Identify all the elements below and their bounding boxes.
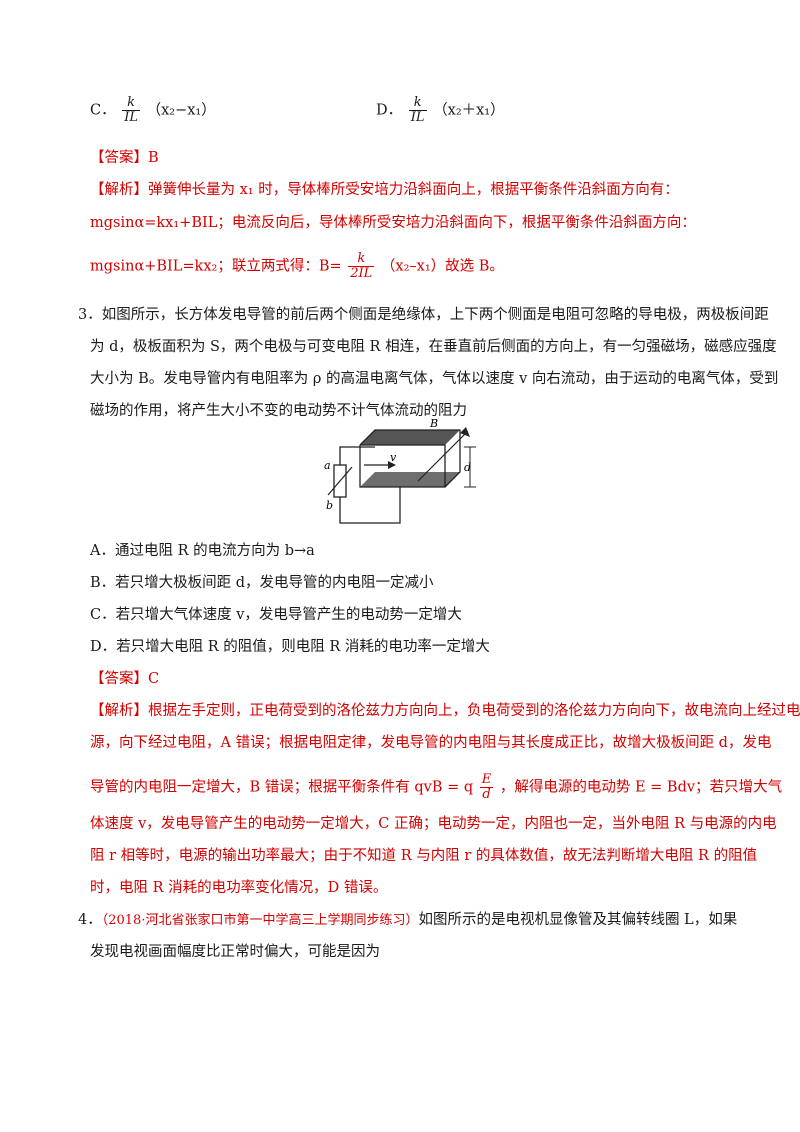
q2-explanation-fraction: k 2IL	[348, 251, 375, 281]
q3-option-d: D．若只增大电阻 R 的阻值，则电阻 R 消耗的电功率一定增大	[90, 639, 490, 655]
label-d: d	[464, 461, 471, 474]
q3-explanation-line6: 时，电阻 R 消耗的电功率变化情况，D 错误。	[90, 880, 388, 896]
label-a: a	[324, 459, 331, 472]
duct-outline	[359, 429, 461, 488]
q4-source: （2018·河北省张家口市第一中学高三上学期同步练习）	[101, 913, 419, 928]
label-v: v	[390, 451, 397, 464]
label-b: b	[326, 499, 333, 512]
q3-stem-line4: 磁场的作用，将产生大小不变的电动势不计气体流动的阻力	[90, 403, 467, 419]
velocity-arrowhead	[388, 461, 396, 469]
q2-option-d-fraction: k IL	[408, 95, 427, 125]
q2-explanation-line2: mgsinα=kx₁+BIL；电流反向后，导体棒所受安培力沿斜面向下，根据平衡条…	[90, 215, 696, 231]
q3-stem-line1: 3．如图所示，长方体发电导管的前后两个侧面是绝缘体，上下两个侧面是电阻可忽略的导…	[78, 307, 769, 323]
top-electrode	[360, 430, 460, 445]
q3-stem-line2: 为 d，极板面积为 S，两个电极与可变电阻 R 相连，在垂直前后侧面的方向上，有…	[90, 339, 777, 355]
q3-answer: 【答案】C	[90, 671, 160, 687]
q3-stem-line3: 大小为 B。发电导管内有电阻率为 ρ 的高温电离气体，气体以速度 v 向右流动，…	[90, 371, 779, 387]
q2-option-c-fraction: k IL	[122, 95, 140, 125]
generator-duct-figure: a b B v d	[324, 417, 476, 524]
label-B: B	[429, 417, 438, 430]
circuit-wire	[339, 446, 401, 524]
q4-stem-line1: 4．（2018·河北省张家口市第一中学高三上学期同步练习）如图所示的是电视机显像…	[78, 912, 738, 928]
q3-explanation-line1: 【解析】根据左手定则，正电荷受到的洛伦兹力方向向上，负电荷受到的洛伦兹力方向向下…	[90, 703, 800, 719]
q3-explanation-line2: 源，向下经过电阻，A 错误；根据电阻定律，发电导管的内电阻与其长度成正比，故增大…	[90, 735, 772, 751]
q4-stem-line2: 发现电视画面幅度比正常时偏大，可能是因为	[90, 944, 380, 960]
variable-resistor-arrow	[327, 466, 353, 496]
q3-explanation-line5: 阻 r 相等时，电源的输出功率最大；由于不知道 R 与内阻 r 的具体数值，故无…	[90, 848, 758, 864]
q3-explanation-line3: 导管的内电阻一定增大，B 错误；根据平衡条件有 qvB = q E d ，解得电…	[90, 772, 783, 802]
q3-explanation-fraction: E d	[480, 772, 493, 802]
q2-option-d: D． k IL （x₂＋x₁）	[376, 95, 505, 125]
bottom-electrode	[360, 472, 460, 487]
q2-explanation-line1: 【解析】弹簧伸长量为 x₁ 时，导体棒所受安培力沿斜面向上，根据平衡条件沿斜面方…	[90, 182, 679, 198]
q3-explanation-line4: 体速度 v，发电导管产生的电动势一定增大，C 正确；电动势一定，内阻也一定，当外…	[90, 816, 777, 832]
q3-option-c: C．若只增大气体速度 v，发电导管产生的电动势一定增大	[90, 607, 462, 623]
q2-explanation-line3: mgsinα+BIL=kx₂；联立两式得：B= k 2IL （x₂–x₁）故选 …	[90, 251, 504, 281]
q3-option-b: B．若只增大极板间距 d，发电导管的内电阻一定减小	[90, 575, 434, 591]
q2-option-c: C． k IL （x₂−x₁）	[90, 95, 216, 125]
q2-answer: 【答案】B	[90, 150, 159, 166]
magnetic-field-arrowhead	[460, 427, 470, 437]
magnetic-field-arrow	[417, 432, 467, 482]
q3-option-a: A．通过电阻 R 的电流方向为 b→a	[90, 543, 315, 559]
